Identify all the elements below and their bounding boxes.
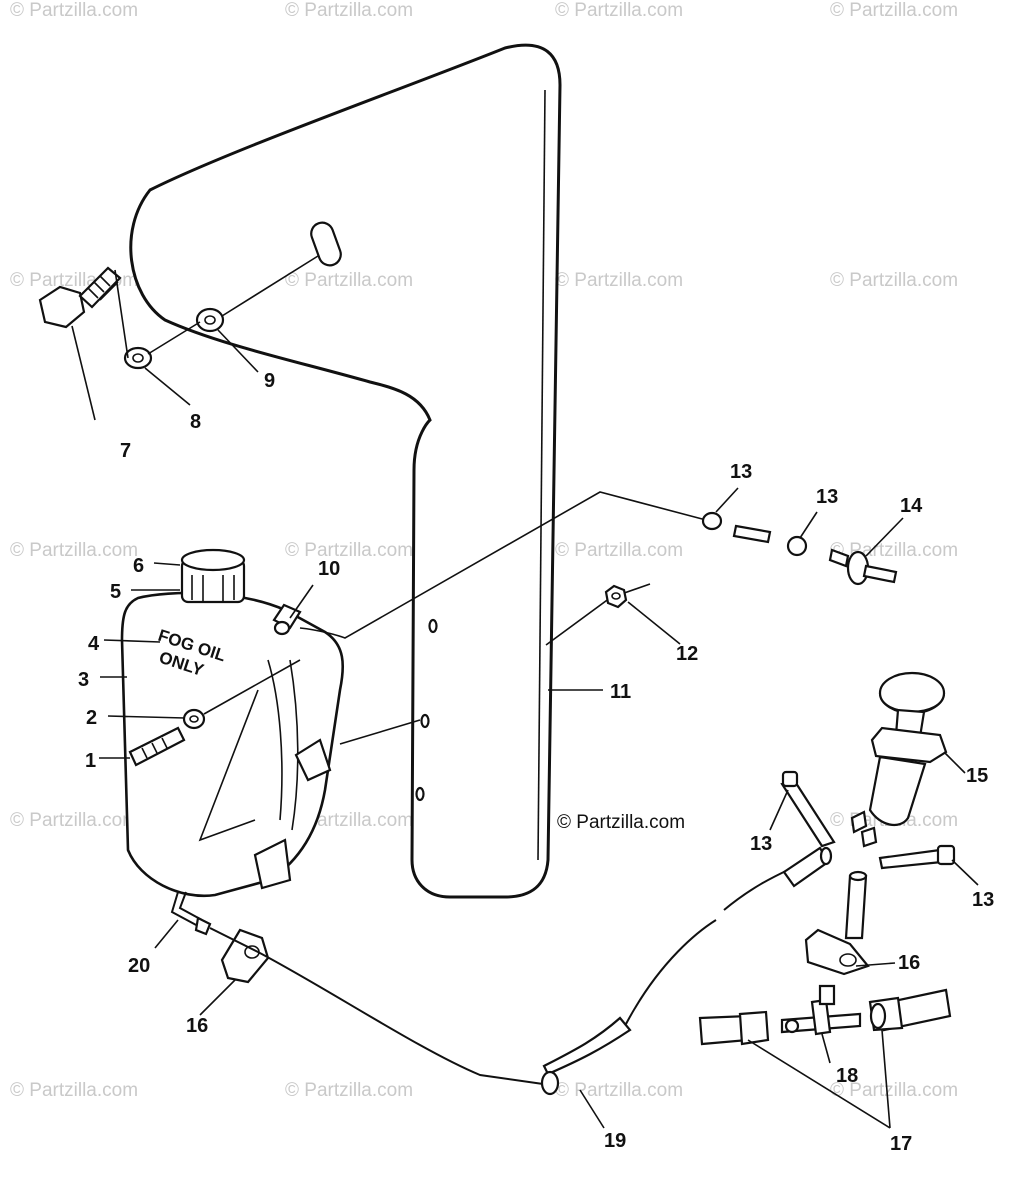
callout-5: 5 <box>110 581 121 603</box>
watermark: © Partzilla.com <box>10 810 138 831</box>
callout-4: 4 <box>88 633 100 655</box>
callout-1: 1 <box>85 750 96 772</box>
hose-sleeve <box>540 1016 632 1096</box>
callout-13: 13 <box>730 461 752 483</box>
tank-bolt <box>128 726 186 767</box>
watermark: © Partzilla.com <box>10 1080 138 1101</box>
watermark: © Partzilla.com <box>830 0 958 21</box>
washer <box>123 346 153 370</box>
callout-20: 20 <box>128 955 150 977</box>
callout-16: 16 <box>898 952 920 974</box>
mount-line <box>545 583 651 646</box>
callout-16: 16 <box>186 1015 208 1037</box>
watermark: © Partzilla.com <box>555 540 683 561</box>
t-fitting <box>780 984 862 1036</box>
oil-line <box>625 919 717 1025</box>
leader-lines <box>71 281 979 1129</box>
tube-elbow <box>878 844 956 870</box>
watermark: © Partzilla.com <box>285 270 413 291</box>
washer <box>195 307 225 333</box>
callout-12: 12 <box>676 643 698 665</box>
tube-elbow <box>780 770 836 848</box>
callout-2: 2 <box>86 707 97 729</box>
callout-9: 9 <box>264 370 275 392</box>
watermark: © Partzilla.com <box>285 540 413 561</box>
watermark: © Partzilla.com <box>555 0 683 21</box>
watermark: © Partzilla.com <box>10 540 138 561</box>
oil-tank: FOG OIL ONLY <box>120 548 345 898</box>
callout-17: 17 <box>890 1133 912 1155</box>
watermark: © Partzilla.com <box>10 0 138 21</box>
check-valve <box>828 548 898 586</box>
watermark: © Partzilla.com <box>555 1080 683 1101</box>
callout-10: 10 <box>318 558 340 580</box>
tube <box>844 870 868 940</box>
callout-8: 8 <box>190 411 201 433</box>
alignment-line <box>114 255 319 359</box>
vent-line <box>299 491 707 639</box>
copyright-credit: © Partzilla.com <box>557 812 685 833</box>
callout-13: 13 <box>750 833 772 855</box>
alignment-line <box>203 659 301 715</box>
callout-11: 11 <box>610 681 631 703</box>
watermark: © Partzilla.com <box>830 1080 958 1101</box>
tank-fitting <box>272 603 302 636</box>
mount-line <box>339 719 421 745</box>
fitting-tube <box>732 524 772 544</box>
hose-end <box>782 846 833 888</box>
bracket-plate <box>129 43 562 899</box>
watermark: © Partzilla.com <box>285 0 413 21</box>
oil-line <box>209 927 551 1086</box>
callout-19: 19 <box>604 1130 626 1152</box>
callout-15: 15 <box>966 765 988 787</box>
washer <box>182 708 206 730</box>
fuel-hose <box>868 988 952 1032</box>
watermark: © Partzilla.com <box>830 270 958 291</box>
callout-6: 6 <box>133 555 144 577</box>
bolt <box>38 266 122 329</box>
fitting <box>701 511 723 531</box>
callout-7: 7 <box>120 440 131 462</box>
callout-18: 18 <box>836 1065 858 1087</box>
primer-pump <box>850 671 948 848</box>
callout-14: 14 <box>900 495 923 517</box>
fitting <box>786 535 808 557</box>
watermark: © Partzilla.com <box>555 270 683 291</box>
callout-13: 13 <box>972 889 994 911</box>
callout-13: 13 <box>816 486 838 508</box>
tank-outlet-elbow <box>170 891 212 936</box>
watermark: © Partzilla.com <box>285 1080 413 1101</box>
hose-clip <box>804 928 870 976</box>
nut <box>604 584 628 609</box>
callout-3: 3 <box>78 669 89 691</box>
fuel-hose <box>698 1010 770 1046</box>
